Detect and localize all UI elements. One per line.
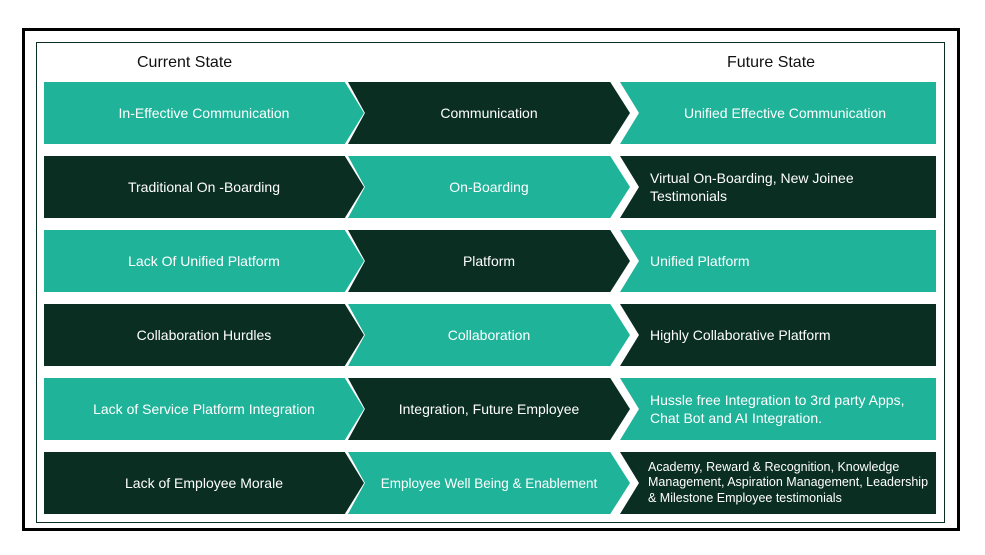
row-platform: Lack Of Unified Platform Platform Unifie… bbox=[44, 230, 936, 292]
focus-area-chevron: Platform bbox=[348, 230, 630, 292]
row-onboarding: Traditional On -Boarding On-Boarding Vir… bbox=[44, 156, 936, 218]
row-integration: Lack of Service Platform Integration Int… bbox=[44, 378, 936, 440]
current-state-cell: Lack Of Unified Platform bbox=[44, 230, 364, 292]
current-state-cell: Collaboration Hurdles bbox=[44, 304, 364, 366]
current-state-cell: Lack of Service Platform Integration bbox=[44, 378, 364, 440]
future-state-cell: Hussle free Integration to 3rd party App… bbox=[620, 378, 936, 440]
current-state-cell: Traditional On -Boarding bbox=[44, 156, 364, 218]
future-state-cell: Unified Effective Communication bbox=[620, 82, 936, 144]
future-state-cell: Unified Platform bbox=[620, 230, 936, 292]
focus-area-chevron: Employee Well Being & Enablement bbox=[348, 452, 630, 514]
future-state-cell: Academy, Reward & Recognition, Knowledge… bbox=[620, 452, 936, 514]
row-communication: In-Effective Communication Communication… bbox=[44, 82, 936, 144]
focus-area-chevron: Communication bbox=[348, 82, 630, 144]
current-state-cell: Lack of Employee Morale bbox=[44, 452, 364, 514]
future-state-header: Future State bbox=[727, 54, 816, 71]
focus-area-chevron: Collaboration bbox=[348, 304, 630, 366]
current-state-header: Current State bbox=[137, 54, 233, 71]
current-state-cell: In-Effective Communication bbox=[44, 82, 364, 144]
future-state-cell: Virtual On-Boarding, New Joinee Testimon… bbox=[620, 156, 936, 218]
row-employee-wellbeing: Lack of Employee Morale Employee Well Be… bbox=[44, 452, 936, 514]
focus-area-chevron: On-Boarding bbox=[348, 156, 630, 218]
future-state-cell: Highly Collaborative Platform bbox=[620, 304, 936, 366]
inner-frame bbox=[36, 42, 945, 523]
focus-area-chevron: Integration, Future Employee bbox=[348, 378, 630, 440]
row-collaboration: Collaboration Hurdles Collaboration High… bbox=[44, 304, 936, 366]
